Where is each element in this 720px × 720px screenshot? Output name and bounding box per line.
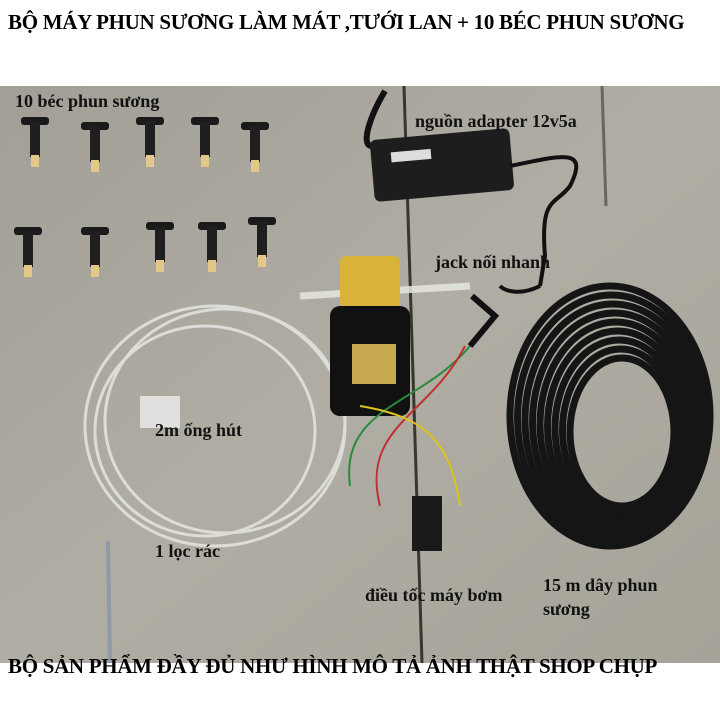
nozzle bbox=[21, 117, 49, 167]
nozzle bbox=[81, 122, 109, 172]
footer-caption: BỘ SẢN PHẨM ĐẦY ĐỦ NHƯ HÌNH MÔ TẢ ẢNH TH… bbox=[8, 654, 658, 678]
nozzle bbox=[191, 117, 219, 167]
nozzle bbox=[248, 217, 276, 267]
nozzle bbox=[14, 227, 42, 277]
power-adapter bbox=[363, 89, 579, 294]
filter bbox=[140, 396, 180, 428]
label-filter: 1 lọc rác bbox=[155, 541, 220, 561]
speed-controller bbox=[412, 496, 442, 551]
nozzles bbox=[14, 117, 276, 277]
label-nozzles: 10 béc phun sương bbox=[15, 91, 160, 111]
label-adapter: nguồn adapter 12v5a bbox=[415, 111, 577, 131]
mist-hose bbox=[506, 282, 714, 550]
wires bbox=[348, 293, 500, 507]
nozzle bbox=[198, 222, 226, 272]
label-jack: jack nối nhanh bbox=[435, 252, 551, 272]
label-mist-hose-2: sương bbox=[543, 599, 590, 619]
label-suction-hose: 2m ống hút bbox=[155, 420, 243, 440]
pump bbox=[330, 256, 410, 416]
nozzle bbox=[136, 117, 164, 167]
nozzle bbox=[81, 227, 109, 277]
product-photo bbox=[0, 86, 720, 663]
label-speed-controller: điều tốc máy bơm bbox=[365, 585, 503, 605]
header-title: BỘ MÁY PHUN SƯƠNG LÀM MÁT ,TƯỚI LAN + 10… bbox=[8, 10, 685, 34]
label-mist-hose-1: 15 m dây phun bbox=[543, 575, 658, 595]
nozzle bbox=[241, 122, 269, 172]
nozzle bbox=[146, 222, 174, 272]
